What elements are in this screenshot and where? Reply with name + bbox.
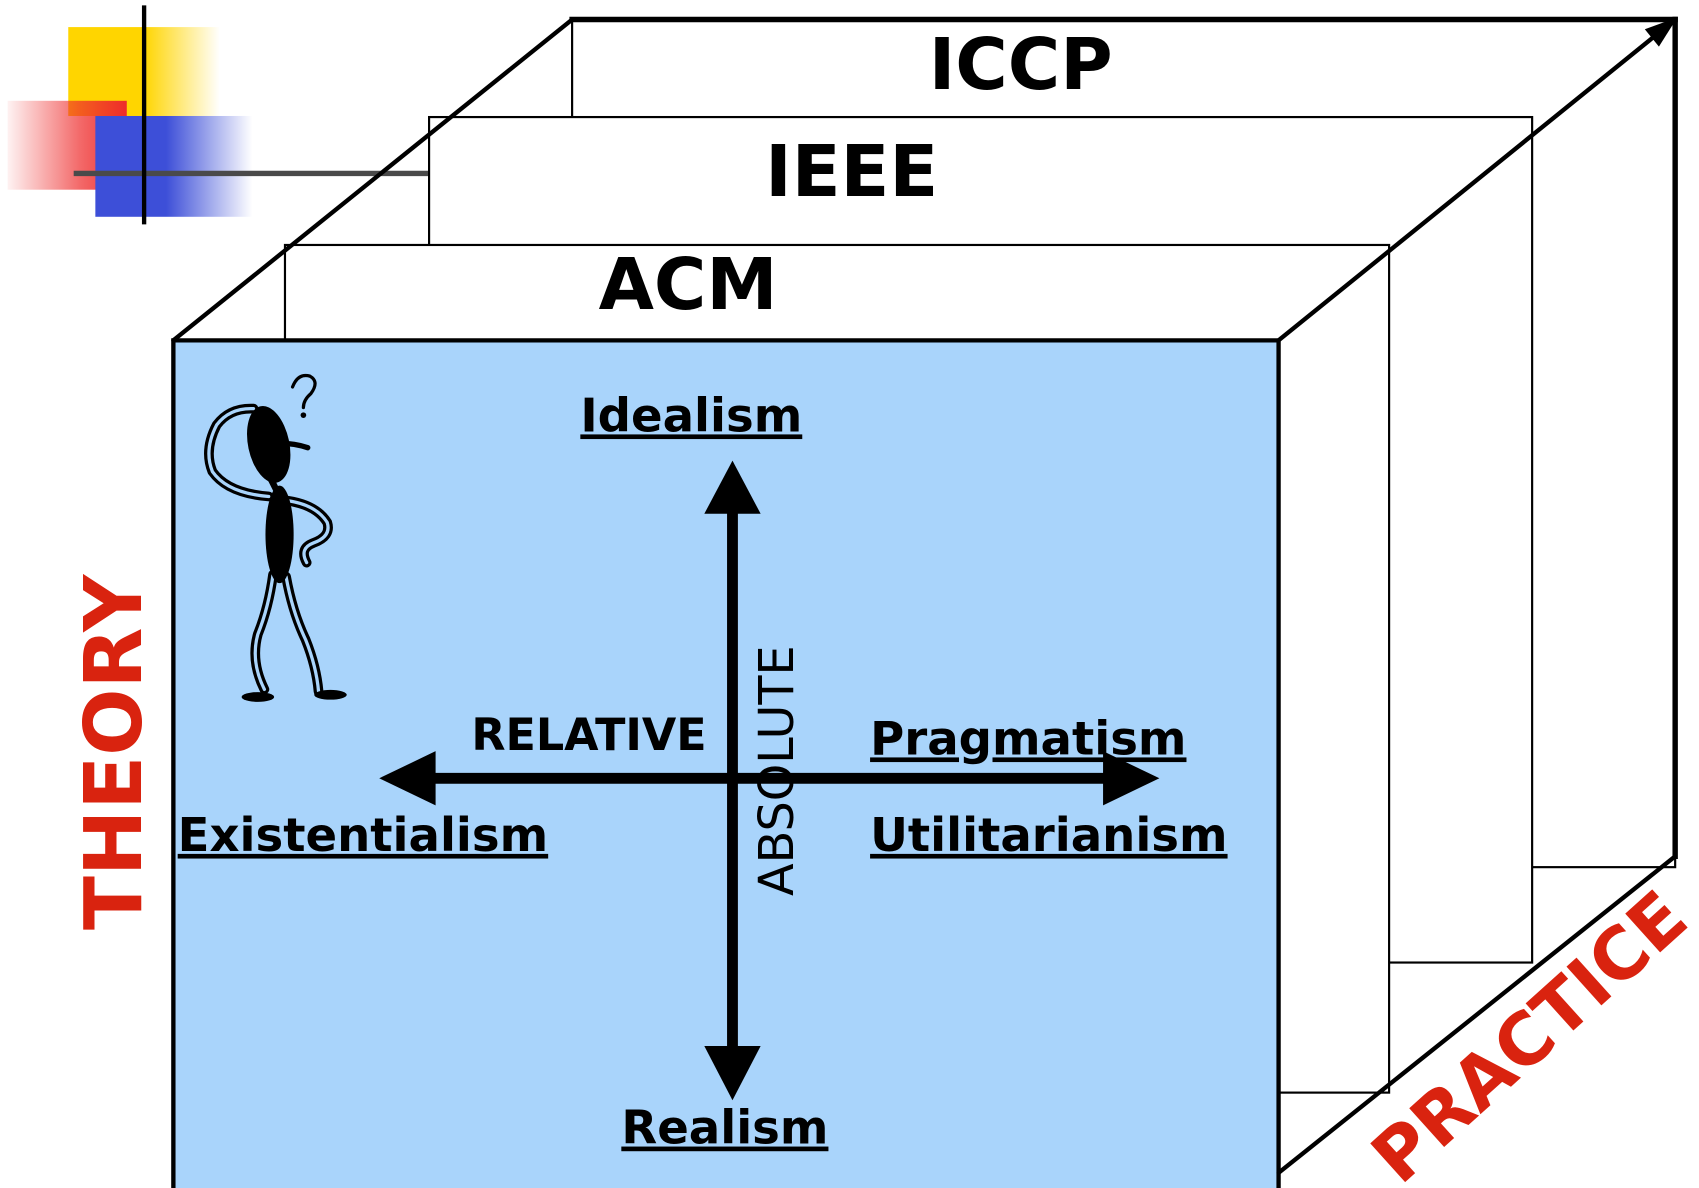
layer-title-acm: ACM bbox=[599, 243, 778, 326]
label-idealism: Idealism bbox=[580, 388, 802, 442]
label-pragmatism: Pragmatism bbox=[870, 711, 1186, 765]
depth-arrow-line bbox=[1276, 31, 1660, 343]
top-left-depth-edge bbox=[171, 17, 575, 343]
front-face-border bbox=[171, 338, 1281, 1188]
arrow-up-icon bbox=[704, 460, 761, 514]
label-utilitarianism: Utilitarianism bbox=[870, 808, 1227, 862]
bottom-right-depth-edge bbox=[1276, 854, 1678, 1175]
label-theory: THEORY bbox=[68, 573, 160, 930]
label-existentialism: Existentialism bbox=[178, 808, 548, 862]
label-relative: RELATIVE bbox=[471, 710, 706, 761]
question-mark-icon bbox=[290, 373, 317, 418]
label-realism: Realism bbox=[621, 1101, 828, 1155]
corner-squares-decoration bbox=[7, 5, 430, 225]
arrow-left-icon bbox=[379, 751, 436, 806]
layer-title-iccp: ICCP bbox=[929, 23, 1113, 106]
blue-square bbox=[95, 115, 253, 217]
depth-arrow-head bbox=[1644, 17, 1678, 47]
arrow-down-icon bbox=[704, 1046, 761, 1101]
layer-title-ieee: IEEE bbox=[765, 130, 938, 213]
axes bbox=[379, 460, 1160, 1101]
arrow-right-icon bbox=[1103, 751, 1160, 806]
label-absolute: ABSOLUTE bbox=[750, 645, 805, 896]
thinking-stick-figure-icon bbox=[204, 373, 347, 702]
